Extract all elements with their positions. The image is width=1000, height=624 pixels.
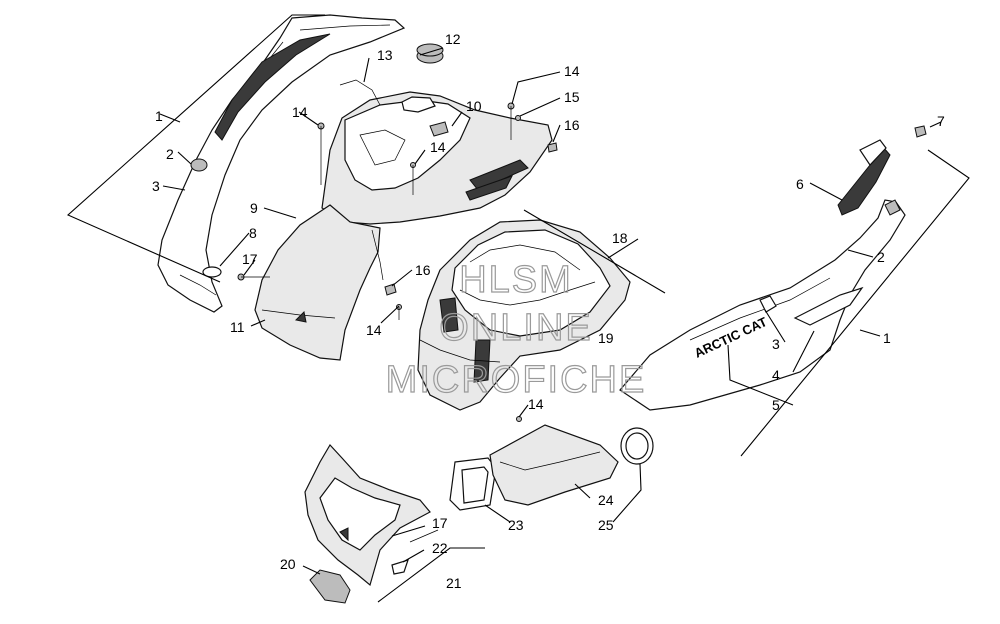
- callout: 6: [796, 176, 804, 192]
- callout: 18: [612, 230, 628, 246]
- callout: 1: [155, 108, 163, 124]
- callout: 21: [446, 575, 462, 591]
- callout: 14: [430, 139, 446, 155]
- callout: 14: [564, 63, 580, 79]
- callout: 11: [230, 319, 245, 335]
- callout: 12: [445, 31, 461, 47]
- callout: 14: [366, 322, 382, 338]
- callout: 19: [598, 330, 614, 346]
- callout: 3: [152, 178, 160, 194]
- callout: 23: [508, 517, 524, 533]
- intake-assembly: [417, 219, 631, 422]
- callout: 4: [772, 367, 780, 383]
- callout: 10: [466, 98, 482, 114]
- right-side-panel: ARCTIC CAT: [619, 125, 927, 411]
- intake-duct-icon: [489, 424, 619, 506]
- callout: 17: [242, 251, 258, 267]
- watermark: HLSM ONLINE MICROFICHE: [385, 258, 647, 401]
- callout: 20: [280, 556, 296, 572]
- left-side-panel: [157, 14, 406, 313]
- oval-decal-icon: [202, 266, 222, 278]
- watermark-line-2: ONLINE: [439, 307, 592, 349]
- callout: 7: [937, 113, 945, 129]
- watermark-line-3: MICROFICHE: [386, 359, 647, 401]
- callout: 13: [377, 47, 393, 63]
- callout: 22: [432, 540, 448, 556]
- lower-assembly: [304, 424, 654, 604]
- callout: 14: [292, 104, 308, 120]
- leader-lines: [66, 14, 970, 603]
- skid-plate-icon: [309, 569, 351, 604]
- callout: 1: [883, 330, 891, 346]
- callout: 14: [528, 396, 544, 412]
- hood-assembly: [237, 43, 558, 361]
- callout: 24: [598, 492, 614, 508]
- callout: 3: [772, 336, 780, 352]
- callout: 9: [250, 200, 258, 216]
- callout: 5: [772, 397, 780, 413]
- callout: 8: [249, 225, 257, 241]
- callout: 25: [598, 517, 614, 533]
- callout: 16: [415, 262, 431, 278]
- callout-numbers: 1 2 3 8 9 17 11 13 12 14 10 14 14 15 16 …: [152, 31, 945, 591]
- callout: 2: [166, 146, 174, 162]
- grommet-icon: [190, 158, 208, 172]
- watermark-line-1: HLSM: [459, 259, 573, 301]
- callout: 17: [432, 515, 448, 531]
- callout: 16: [564, 117, 580, 133]
- callout: 15: [564, 89, 580, 105]
- callout: 2: [877, 249, 885, 265]
